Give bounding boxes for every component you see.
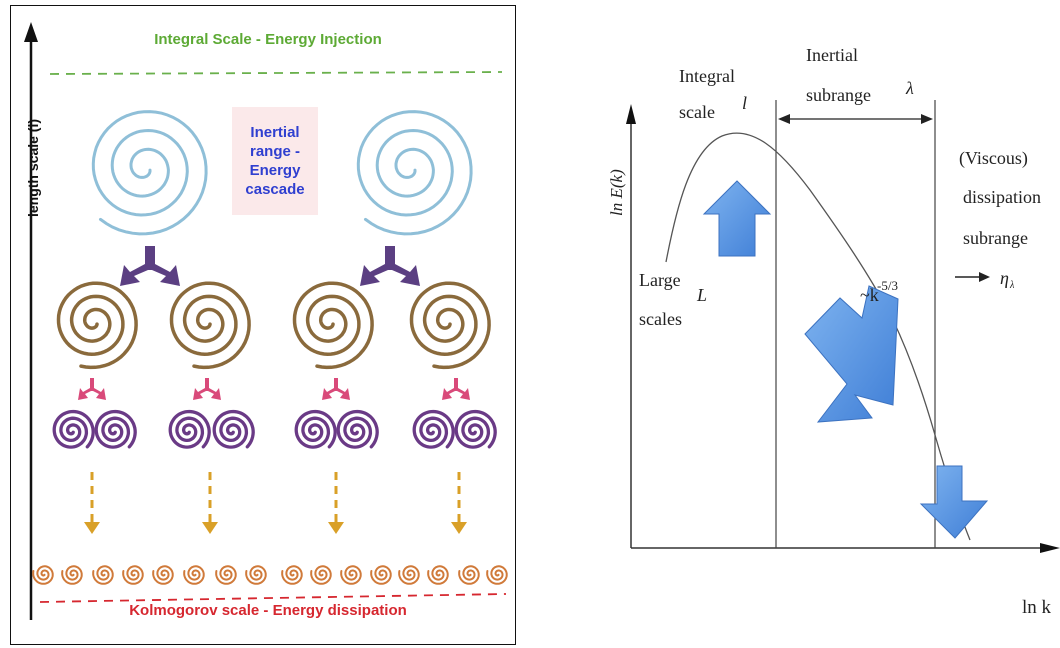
cascade-split-arrow-right: [360, 246, 420, 286]
tiny-eddy-6: [183, 565, 205, 585]
small-eddy-5: [294, 409, 337, 449]
inertial-range-box: Inertial range - Energy cascade: [232, 107, 318, 215]
tiny-eddy-1: [32, 565, 54, 585]
viscous-label: (Viscous): [959, 148, 1028, 169]
tiny-eddy-2: [61, 565, 83, 585]
large-eddy-right: [356, 110, 473, 236]
spectrum-y-axis-arrowhead: [626, 104, 636, 124]
tiny-eddy-4: [122, 565, 144, 585]
medium-eddy-3: [292, 281, 374, 370]
small-eddy-2: [94, 409, 137, 449]
tiny-eddy-7: [215, 565, 237, 585]
small-eddy-6: [336, 409, 379, 449]
injection-scale-line: [49, 71, 503, 75]
small-split-arrow-2: [193, 378, 221, 400]
lambda-symbol: λ: [905, 78, 914, 98]
tiny-eddy-9: [281, 565, 303, 585]
small-split-arrow-1: [78, 378, 106, 400]
spectrum-x-axis-arrowhead: [1040, 543, 1060, 553]
small-eddy-1: [52, 409, 95, 449]
eta-subscript: λ: [1009, 280, 1015, 291]
length-scale-label: length scale (l): [25, 118, 41, 218]
energy-cascade-arrow: [804, 285, 899, 423]
medium-eddy-1: [56, 281, 138, 370]
eta-symbol: η: [1000, 268, 1009, 288]
tiny-eddy-16: [486, 565, 508, 585]
tiny-eddy-5: [152, 565, 174, 585]
small-split-arrow-4: [442, 378, 470, 400]
energy-injection-arrow: [702, 180, 772, 257]
medium-eddy-4: [409, 281, 491, 370]
x-axis-label: ln k: [1022, 597, 1052, 618]
large-label: Large: [639, 270, 681, 290]
small-eddy-4: [212, 409, 255, 449]
dissipation-arrow-head-3: [328, 522, 344, 534]
scales-label: scales: [639, 309, 682, 329]
cascade-split-arrow-left: [120, 246, 180, 286]
kolmogorov-scale-title: Kolmogorov scale - Energy dissipation: [129, 602, 407, 619]
tiny-eddy-14: [427, 565, 449, 585]
viscous-arrow-head: [979, 272, 990, 282]
integral-label: Integral: [679, 66, 735, 86]
y-axis-label: ln E(k): [607, 169, 626, 216]
energy-dissipation-arrow: [919, 465, 989, 539]
large-eddy-left: [91, 110, 208, 236]
scale-label: scale: [679, 102, 715, 122]
slope-label: ~k: [860, 285, 879, 305]
large-scale-symbol: L: [696, 285, 707, 305]
tiny-eddy-3: [92, 565, 114, 585]
subrange-label: subrange: [806, 85, 871, 105]
tiny-eddy-13: [398, 565, 420, 585]
small-eddy-3: [168, 409, 211, 449]
inertial-label: Inertial: [806, 45, 858, 65]
medium-eddy-2: [169, 281, 251, 370]
dissipation-scale-line: [39, 593, 507, 603]
tiny-eddy-12: [370, 565, 392, 585]
tiny-eddy-15: [458, 565, 480, 585]
inertial-span-left-arrowhead: [778, 114, 790, 124]
slope-exponent: -5/3: [877, 278, 898, 293]
dissipation-arrow-head-4: [451, 522, 467, 534]
small-split-arrow-3: [322, 378, 350, 400]
inertial-span-right-arrowhead: [921, 114, 933, 124]
dissipation-label: dissipation: [963, 187, 1041, 207]
small-eddy-8: [454, 409, 497, 449]
dissipation-arrow-head-2: [202, 522, 218, 534]
tiny-eddy-11: [340, 565, 362, 585]
tiny-eddy-10: [310, 565, 332, 585]
energy-spectrum-curve: [665, 132, 971, 541]
length-scale-axis-arrowhead: [24, 22, 38, 42]
tiny-eddy-8: [245, 565, 267, 585]
dissipation-arrow-head-1: [84, 522, 100, 534]
integral-symbol: l: [742, 93, 747, 113]
integral-scale-title: Integral Scale - Energy Injection: [154, 31, 382, 48]
small-eddy-7: [412, 409, 455, 449]
subrange2-label: subrange: [963, 228, 1028, 248]
